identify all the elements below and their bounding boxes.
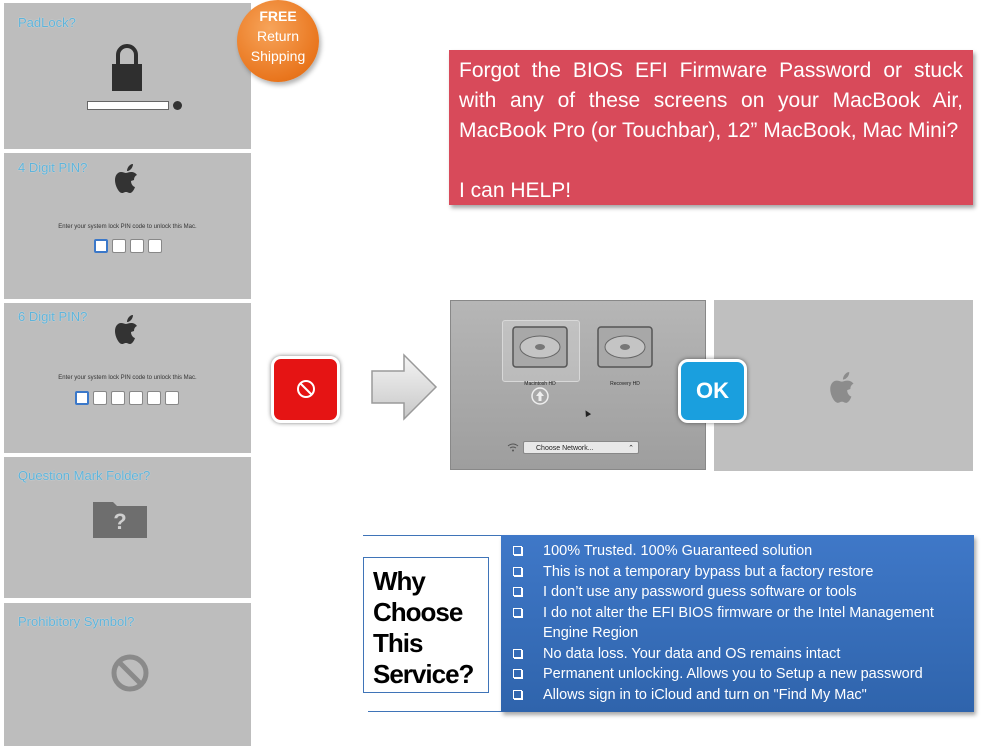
startup-disk-screen: Macintosh HD Recovery HD Choose Network.… [450, 300, 706, 470]
checkbox-icon [513, 689, 522, 699]
features-list: 100% Trusted. 100% Guaranteed solution T… [513, 541, 964, 705]
panel-6-digit-pin: 6 Digit PIN? Enter your system lock PIN … [4, 303, 251, 453]
feature-text: Allows sign in to iCloud and turn on "Fi… [543, 686, 867, 703]
list-item: No data loss. Your data and OS remains i… [513, 644, 964, 665]
divider-line [368, 711, 503, 712]
padlock-icon [112, 44, 142, 91]
submit-arrow-icon[interactable] [173, 101, 182, 110]
no-entry-icon [297, 380, 315, 398]
checkbox-icon [513, 648, 522, 658]
feature-text: I do not alter the EFI BIOS firmware or … [543, 604, 934, 642]
pin-digit[interactable] [75, 391, 89, 405]
pin-digit[interactable] [111, 391, 125, 405]
password-field[interactable] [87, 101, 169, 110]
boot-arrow-icon[interactable] [529, 387, 551, 405]
disk-label: Macintosh HD [524, 381, 556, 387]
hard-disk-icon [597, 326, 653, 368]
panel-question-folder: Question Mark Folder? ? [4, 457, 251, 598]
wifi-icon [507, 443, 519, 452]
chevron-updown-icon: ⌃ [628, 445, 634, 452]
pin-input[interactable] [75, 391, 179, 405]
panel-title: Prohibitory Symbol? [18, 614, 135, 629]
badge-return: Return [256, 28, 300, 44]
apple-boot-screen [714, 300, 973, 471]
panel-title: PadLock? [18, 15, 76, 30]
ok-button[interactable]: OK [678, 359, 747, 423]
list-item: 100% Trusted. 100% Guaranteed solution [513, 541, 964, 562]
pin-digit[interactable] [94, 239, 108, 253]
svg-text:?: ? [113, 509, 126, 534]
panel-title: 6 Digit PIN? [18, 309, 88, 324]
pin-input[interactable] [94, 239, 162, 253]
pin-digit[interactable] [130, 239, 144, 253]
list-item: Allows sign in to iCloud and turn on "Fi… [513, 685, 964, 706]
panel-title: Question Mark Folder? [18, 468, 151, 483]
feature-text: This is not a temporary bypass but a fac… [543, 563, 874, 580]
headline-text: Forgot the BIOS EFI Firmware Password or… [459, 59, 963, 142]
why-choose-box: Why Choose This Service? [363, 557, 489, 693]
list-item: Permanent unlocking. Allows you to Setup… [513, 664, 964, 685]
checkbox-icon [513, 566, 522, 576]
panel-prohibitory: Prohibitory Symbol? [4, 603, 251, 746]
hard-disk-icon [512, 326, 568, 368]
checkbox-icon [513, 546, 522, 555]
checkbox-icon [513, 587, 522, 596]
pin-digit[interactable] [129, 391, 143, 405]
feature-text: Permanent unlocking. Allows you to Setup… [543, 666, 923, 682]
pin-digit[interactable] [148, 239, 162, 253]
divider-line [363, 535, 503, 536]
apple-icon [830, 372, 854, 403]
pin-caption: Enter your system lock PIN code to unloc… [58, 375, 197, 381]
badge-shipping: Shipping [250, 48, 306, 64]
feature-text: No data loss. Your data and OS remains i… [543, 645, 841, 662]
list-item: I don’t use any password guess software … [513, 582, 964, 603]
apple-icon [115, 164, 137, 193]
mouse-cursor [582, 408, 592, 418]
panel-title: 4 Digit PIN? [18, 160, 88, 175]
disk-label: Recovery HD [610, 381, 640, 387]
network-label: Choose Network... [536, 445, 594, 452]
pin-digit[interactable] [165, 391, 179, 405]
list-item: I do not alter the EFI BIOS firmware or … [513, 603, 964, 644]
pin-digit[interactable] [147, 391, 161, 405]
pin-caption: Enter your system lock PIN code to unloc… [58, 224, 197, 230]
checkbox-icon [513, 607, 522, 617]
question-folder-icon: ? [93, 502, 147, 538]
panel-4-digit-pin: 4 Digit PIN? Enter your system lock PIN … [4, 153, 251, 299]
choose-network-select[interactable]: Choose Network... ⌃ [523, 441, 639, 454]
features-list-panel: 100% Trusted. 100% Guaranteed solution T… [501, 535, 974, 712]
headline-help: I can HELP! [459, 179, 572, 202]
pin-digit[interactable] [112, 239, 126, 253]
no-entry-button[interactable] [271, 356, 340, 423]
apple-icon [115, 315, 137, 344]
arrow-right-icon [371, 353, 438, 421]
free-shipping-badge: FREE Return Shipping [237, 0, 319, 82]
feature-text: I don’t use any password guess software … [543, 584, 857, 600]
panel-padlock: PadLock? [4, 3, 251, 149]
badge-free: FREE [259, 8, 297, 24]
list-item: This is not a temporary bypass but a fac… [513, 562, 964, 583]
prohibitory-icon [111, 654, 149, 692]
feature-text: 100% Trusted. 100% Guaranteed solution [543, 543, 813, 559]
pin-digit[interactable] [93, 391, 107, 405]
checkbox-icon [513, 669, 522, 678]
headline-banner: Forgot the BIOS EFI Firmware Password or… [449, 50, 973, 205]
